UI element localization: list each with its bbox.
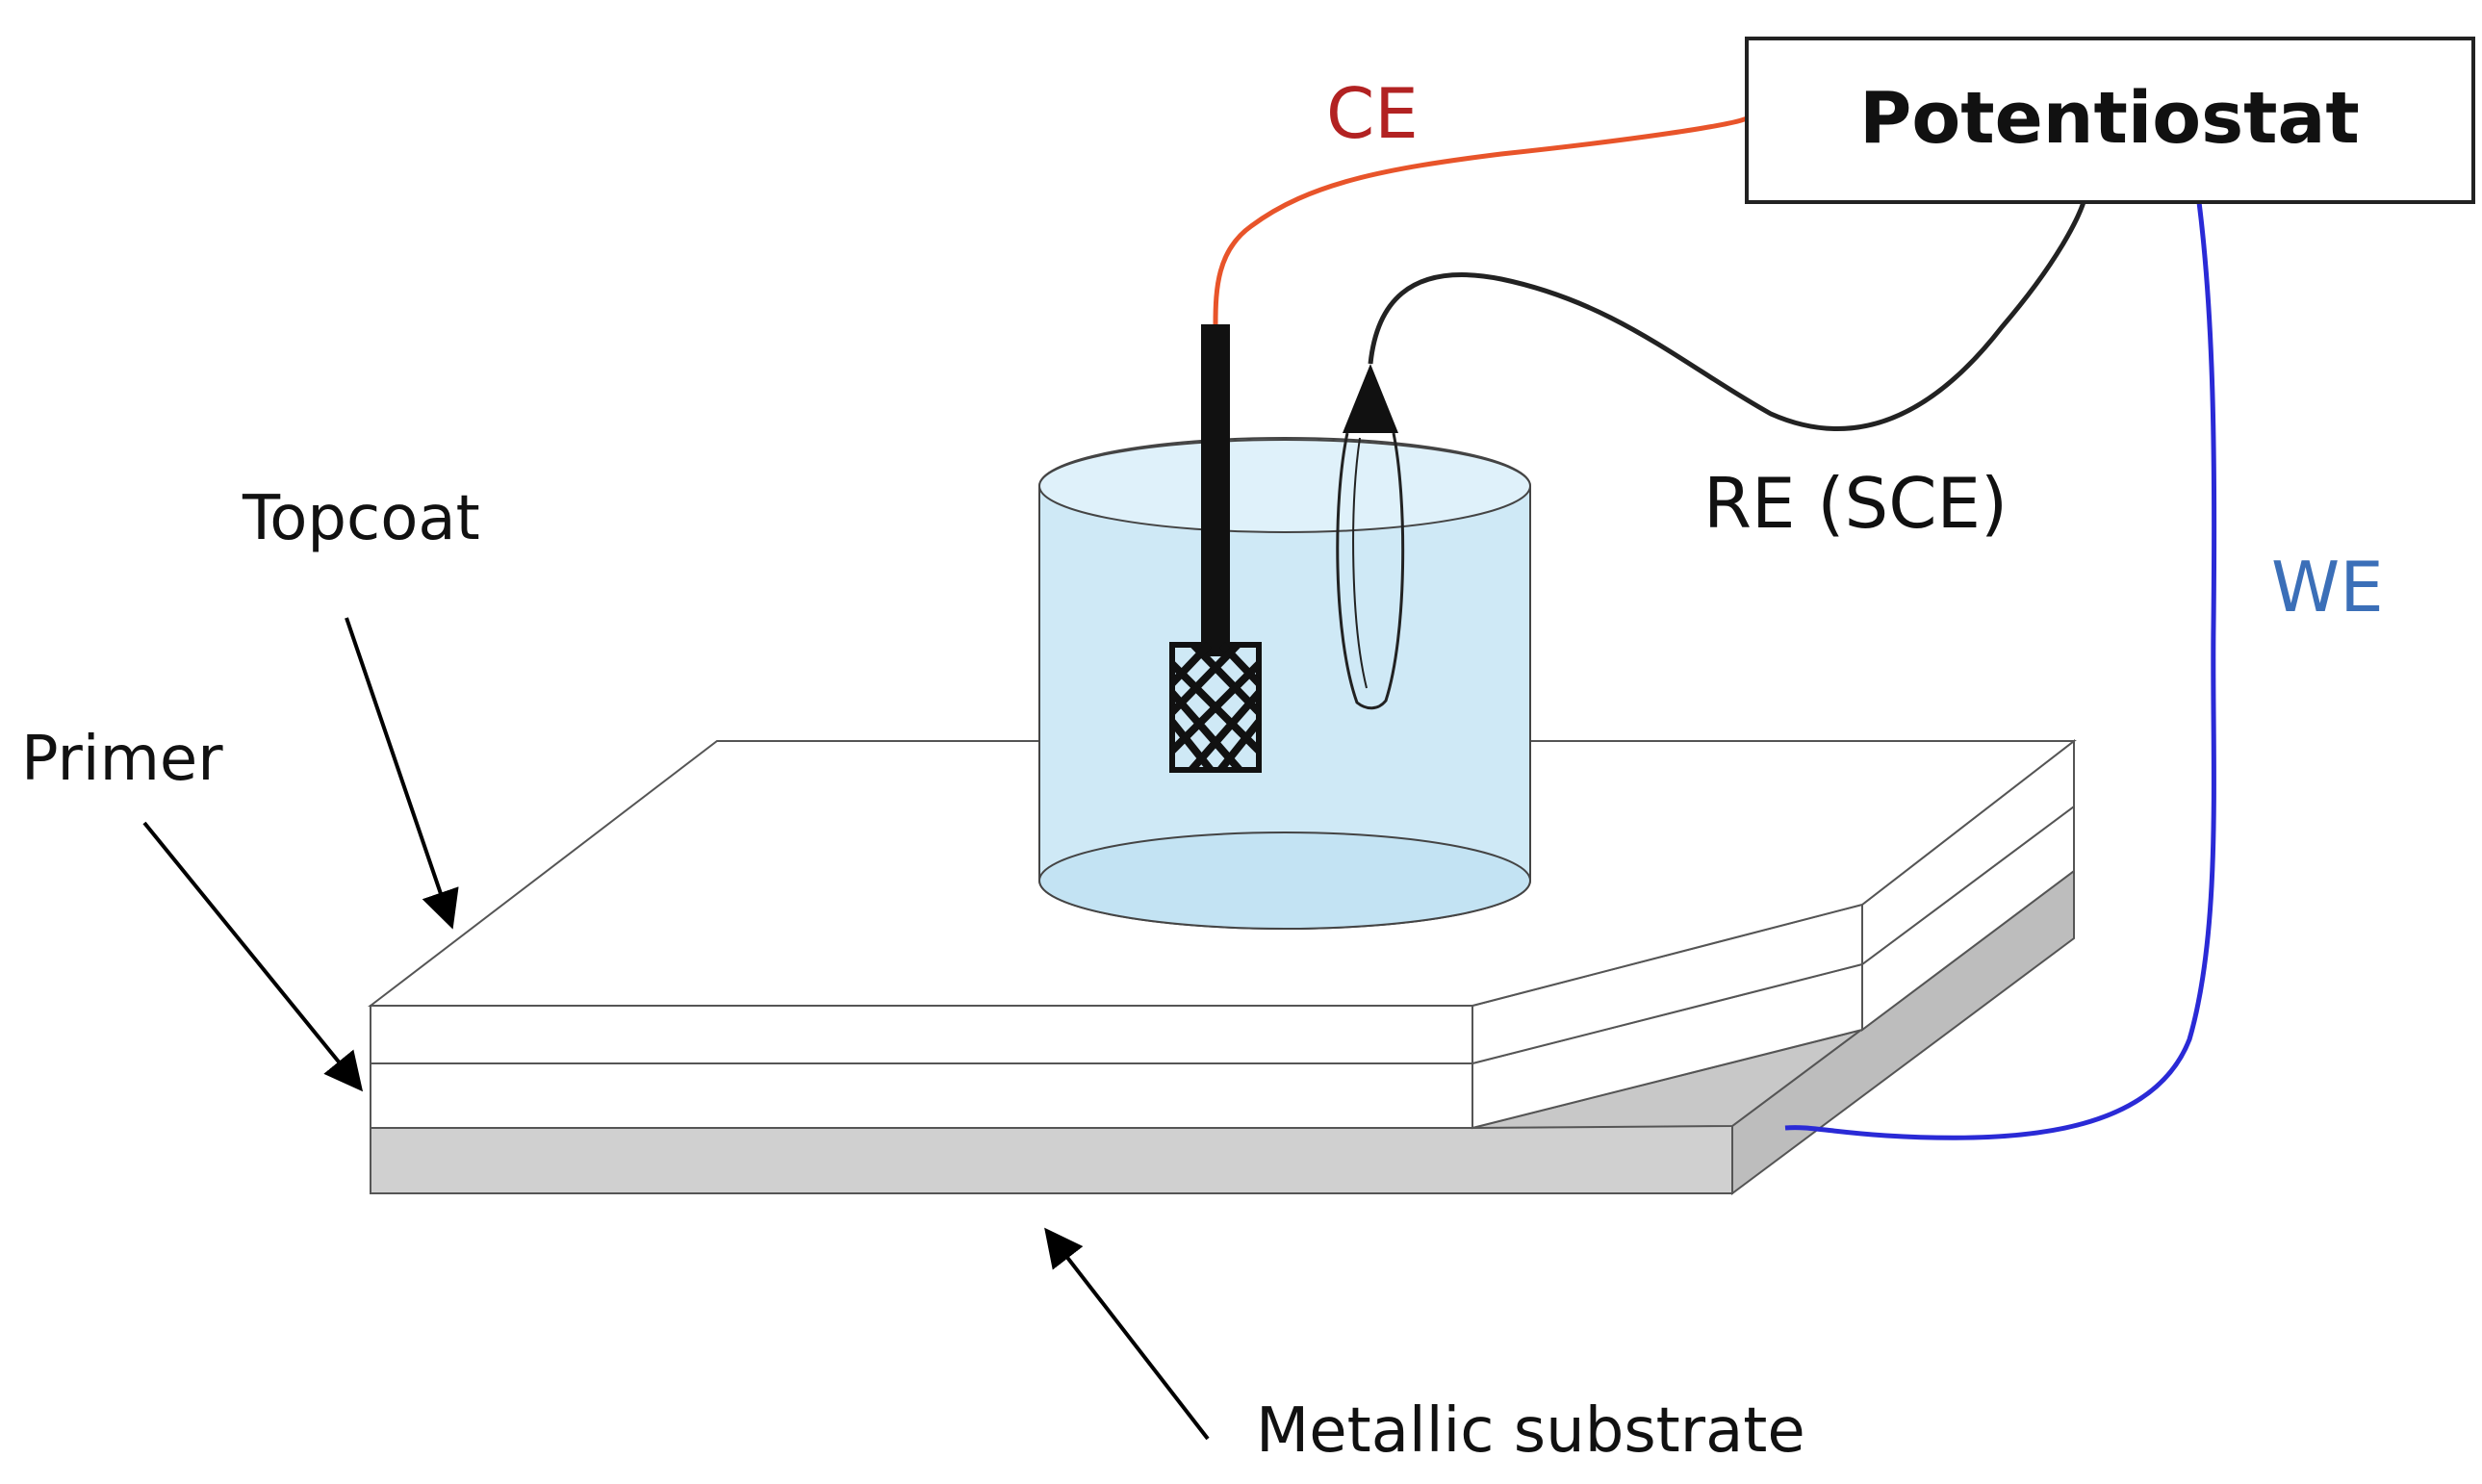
- re-cap: [1343, 364, 1398, 433]
- cell-bottom-ellipse: [1038, 832, 1531, 930]
- topcoat-front-face: [370, 1005, 1473, 1064]
- electrolyte-cell: [1038, 437, 1531, 930]
- ce-wire: [1213, 115, 1749, 325]
- potentiostat-label: Potentiostat: [1859, 77, 2360, 160]
- reference-electrode: [1336, 364, 1405, 710]
- potentiostat-box: Potentiostat: [1745, 37, 2475, 204]
- re-wire: [1368, 201, 2086, 431]
- substrate-arrow: [1044, 1227, 1210, 1441]
- re-glass-tube: [1336, 432, 1405, 710]
- primer-arrow: [142, 821, 364, 1092]
- ce-rod: [1201, 324, 1230, 656]
- primer-front-face: [370, 1062, 1473, 1129]
- primer-label: Primer: [21, 724, 223, 795]
- we-label: WE: [2271, 547, 2384, 627]
- topcoat-label: Topcoat: [242, 483, 480, 554]
- we-wire: [1784, 201, 2217, 1140]
- re-label: RE (SCE): [1703, 463, 2008, 544]
- ce-label: CE: [1326, 73, 1419, 154]
- substrate-front-face: [370, 1125, 1733, 1194]
- substrate-label: Metallic substrate: [1256, 1395, 1805, 1467]
- cell-top-ellipse: [1038, 439, 1531, 533]
- topcoat-arrow: [345, 617, 459, 930]
- counter-electrode: [1168, 324, 1263, 773]
- ce-mesh: [1168, 642, 1263, 773]
